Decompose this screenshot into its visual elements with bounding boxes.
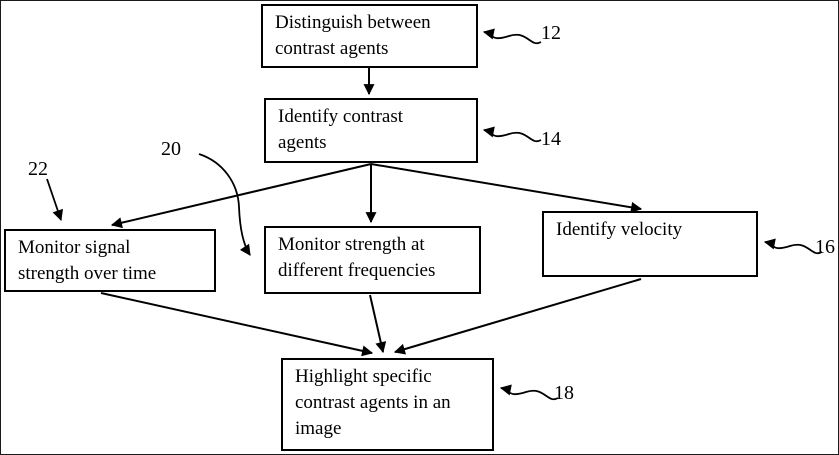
leader-ref-20 <box>198 153 251 256</box>
step-text-line: strength over time <box>18 263 157 284</box>
leader-ref-18 <box>499 384 559 401</box>
step-box-identify-velocity: Identify velocity <box>542 211 758 277</box>
arrow-identify-to-velocity <box>370 163 643 213</box>
ref-label-16: 16 <box>815 236 835 258</box>
ref-label-22: 22 <box>28 158 48 180</box>
step-box-identify-contrast-agents: Identify contrast agents <box>264 98 478 163</box>
leader-ref-16 <box>763 238 823 255</box>
ref-label-20: 20 <box>161 138 181 160</box>
step-text-line: agents <box>278 132 327 153</box>
arrow-monitor-freq-to-highlight <box>369 294 387 354</box>
leader-ref-22 <box>46 178 64 222</box>
step-text-line: Distinguish between <box>275 12 431 33</box>
step-text-line: Identify contrast <box>278 106 404 127</box>
step-box-distinguish-between-contrast-agents: Distinguish between contrast agents <box>261 4 478 68</box>
step-text-line: Monitor strength at <box>278 234 425 255</box>
step-text-line: Monitor signal <box>18 237 131 258</box>
step-text-line: image <box>295 418 342 439</box>
arrow-identify-to-monitor-signal <box>110 163 372 229</box>
ref-label-18: 18 <box>554 382 574 404</box>
ref-label-14: 14 <box>541 128 561 150</box>
step-text-line: contrast agents <box>275 38 389 59</box>
step-box-monitor-signal-strength-over-time: Monitor signal strength over time <box>4 229 216 292</box>
arrow-velocity-to-highlight <box>393 278 642 355</box>
leader-ref-14 <box>482 126 542 143</box>
step-text-line: Identify velocity <box>556 219 683 240</box>
step-box-highlight-specific-contrast-agents: Highlight specific contrast agents in an… <box>281 358 494 451</box>
leader-ref-12 <box>482 28 542 45</box>
step-box-monitor-strength-at-different-frequencies: Monitor strength at different frequencie… <box>264 226 481 294</box>
step-text-line: contrast agents in an <box>295 392 451 413</box>
step-text-line: different frequencies <box>278 260 436 281</box>
arrow-monitor-signal-to-highlight <box>100 292 374 357</box>
step-text-line: Highlight specific <box>295 366 432 387</box>
ref-label-12: 12 <box>541 22 561 44</box>
